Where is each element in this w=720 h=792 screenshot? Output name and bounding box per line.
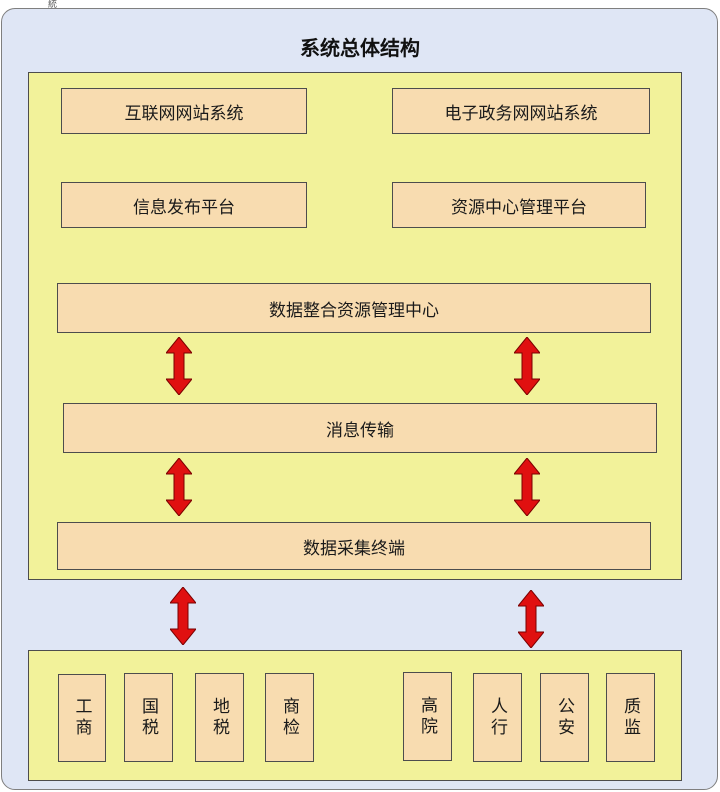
agency-box-gongan: 公安 <box>540 673 589 762</box>
agency-box-gaoyuan: 高院 <box>403 672 452 761</box>
agency-box-dishui: 地税 <box>195 673 244 762</box>
double-arrow-icon <box>518 590 544 648</box>
double-arrow-icon <box>170 587 196 645</box>
resource-center-platform-box: 资源中心管理平台 <box>392 182 646 228</box>
double-arrow-icon <box>166 337 192 395</box>
agency-box-shangjian: 商检 <box>265 673 314 762</box>
agency-box-renhang: 人行 <box>473 673 522 762</box>
egov-website-system-box: 电子政务网网站系统 <box>392 88 650 134</box>
data-collection-terminal-box: 数据采集终端 <box>57 522 651 570</box>
double-arrow-icon <box>166 458 192 516</box>
message-transport-box: 消息传输 <box>63 403 657 453</box>
data-integration-center-box: 数据整合资源管理中心 <box>57 283 651 333</box>
double-arrow-icon <box>514 458 540 516</box>
internet-website-system-box: 互联网网站系统 <box>61 88 307 134</box>
agency-box-guoshui: 国税 <box>124 673 173 762</box>
double-arrow-icon <box>514 337 540 395</box>
diagram-title: 系统总体结构 <box>300 36 420 60</box>
agency-box-gongshang: 工商 <box>58 674 106 762</box>
corner-mark: 統 <box>48 0 58 10</box>
info-publish-platform-box: 信息发布平台 <box>61 182 307 228</box>
agency-box-zhijian: 质监 <box>606 673 655 762</box>
